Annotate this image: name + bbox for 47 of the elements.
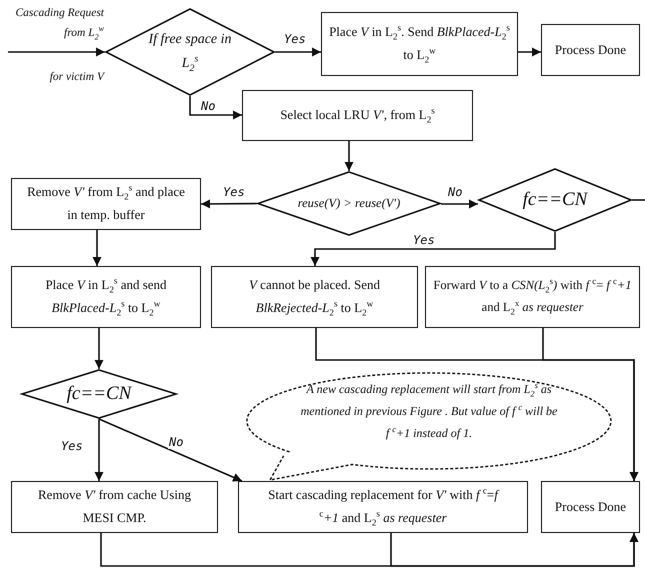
arrow <box>94 328 104 369</box>
note-text: A new cascading replacement will start from L$_{2}$$^{s}$ as mentioned in previous Figure . But value of f $^{c}$ will be f $^{c}$+1 instead of 1. <box>300 380 558 442</box>
node-text: Forward V to a CSN(L$_{2}$$^{s}$) with f $^{c}$= f $^{c}$+1 and L$_{2}$$^{x}$ as requester <box>432 275 633 318</box>
process-box <box>238 481 528 533</box>
arrow <box>92 230 102 266</box>
arrow <box>8 48 105 56</box>
process-box <box>541 24 640 76</box>
process-box <box>321 12 518 76</box>
process-box <box>211 266 418 328</box>
arrow <box>310 232 556 266</box>
arrow <box>390 533 638 567</box>
decision-diamond <box>21 369 177 419</box>
edge-label: No <box>200 100 216 114</box>
edge-label: Yes <box>60 440 84 454</box>
node-text: Remove V' from cache Using MESI CMP. <box>37 486 192 527</box>
arrow <box>344 141 354 171</box>
decision-diamond <box>257 171 441 236</box>
arrow <box>542 328 638 481</box>
arrow <box>275 48 321 56</box>
process-box <box>425 266 640 328</box>
edge-label: Yes <box>412 234 436 248</box>
node-text: Process Done <box>554 40 628 59</box>
process-box <box>242 90 473 141</box>
edge-label: No <box>168 436 184 450</box>
process-box <box>11 481 218 533</box>
node-text: fc==CN <box>522 188 590 212</box>
connector-line <box>632 199 645 201</box>
process-box <box>11 266 201 328</box>
arrow <box>201 199 257 208</box>
input-label: for victim V <box>50 70 104 86</box>
edge-label: Yes <box>222 186 246 200</box>
process-box <box>541 481 640 533</box>
decision-diamond <box>478 168 632 232</box>
node-text: fc==CN <box>66 382 134 406</box>
node-text: reuse(V) > reuse(V') <box>296 194 402 212</box>
process-box <box>11 178 201 230</box>
edge-label: Yes <box>283 33 307 46</box>
arrow <box>98 418 242 482</box>
node-text: Process Done <box>554 498 628 516</box>
arrow <box>189 96 242 120</box>
node-text: Remove V' from L$_{2}$$^{s}$ and place in temp. buffer <box>26 182 186 224</box>
arrow <box>94 419 104 481</box>
node-text: Start cascading replacement for V' with f $^{c}$=f $^{c}$+1 and L$_{2}$$^{s}$ as requester <box>267 484 500 530</box>
arrow <box>441 200 478 208</box>
edge-label: No <box>447 186 464 200</box>
arrow <box>518 48 541 56</box>
decision-diamond <box>105 8 275 96</box>
